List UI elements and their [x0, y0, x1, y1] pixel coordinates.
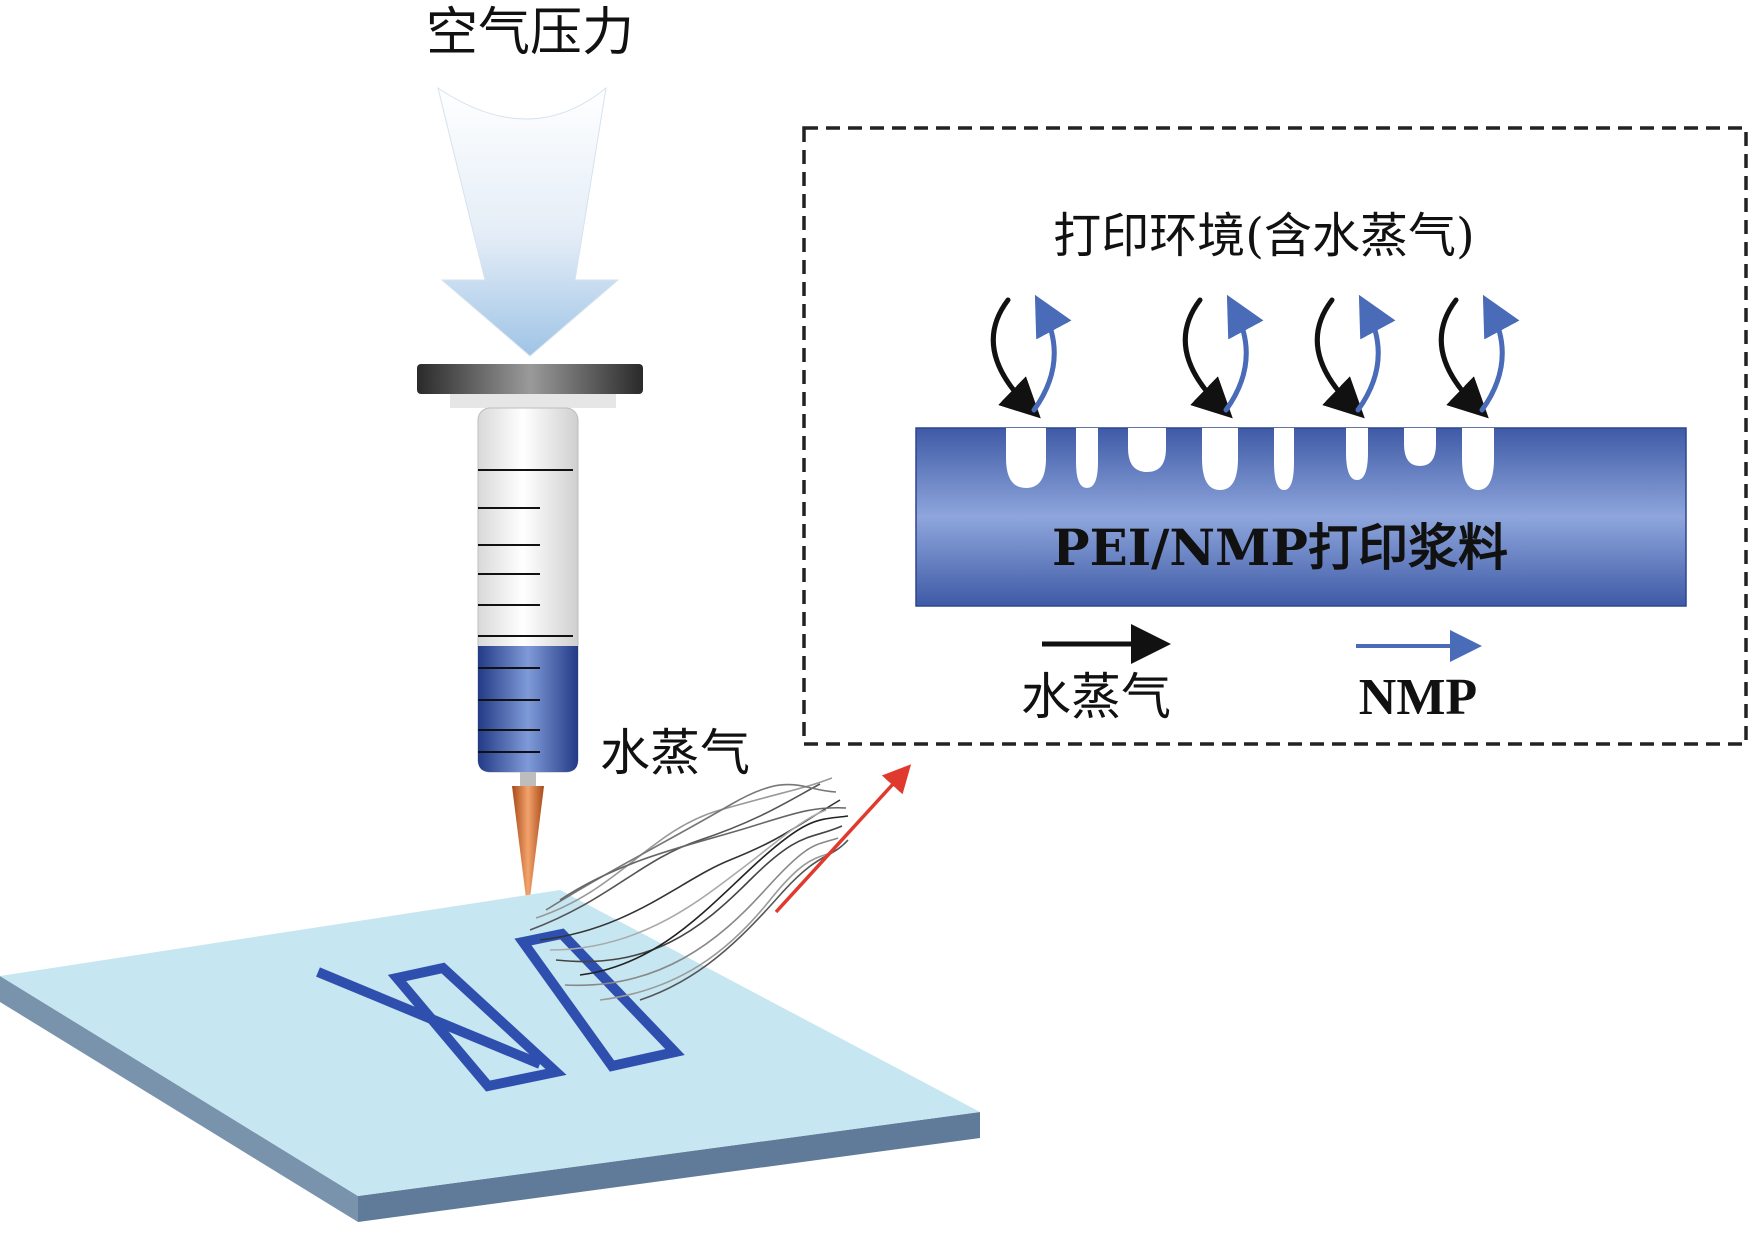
- syringe-nozzle: [512, 786, 544, 898]
- nmp-out-arrow: [1355, 294, 1396, 413]
- printed-pattern: [316, 928, 685, 1092]
- water-in-arrow: [1438, 297, 1489, 419]
- syringe-flange: [450, 394, 616, 408]
- legend-water-label: 水蒸气: [1021, 668, 1171, 726]
- syringe-hub: [520, 772, 536, 786]
- water-in-arrow: [1182, 297, 1233, 419]
- syringe-graduations: [478, 469, 573, 753]
- substrate-side-left: [0, 976, 358, 1222]
- pattern-loop-left: [387, 962, 567, 1092]
- legend-nmp-label: NMP: [1359, 669, 1477, 726]
- air-pressure-label: 空气压力: [426, 3, 634, 63]
- air-pressure-arrow: [437, 86, 620, 357]
- slurry-pores: [1006, 428, 1494, 490]
- slurry-label: PEI/NMP打印浆料: [1052, 518, 1508, 577]
- zoom-pointer-arrow: [774, 764, 912, 914]
- environment-label: 打印环境(含水蒸气): [1053, 208, 1474, 264]
- exchange-pair-1: [990, 294, 1072, 419]
- water-vapor-label: 水蒸气: [600, 724, 750, 782]
- exchange-pair-2: [1182, 294, 1264, 419]
- water-in-arrow: [990, 297, 1041, 419]
- syringe-liquid: [478, 646, 578, 772]
- water-in-arrow: [1314, 297, 1365, 419]
- exchange-pair-3: [1314, 294, 1396, 419]
- nmp-out-arrow: [1223, 294, 1264, 413]
- pattern-loop-right: [514, 928, 685, 1072]
- nmp-out-arrow: [1479, 294, 1520, 413]
- substrate-side-right: [358, 1112, 980, 1222]
- legend: 水蒸气 NMP: [1021, 624, 1482, 726]
- syringe-plunger-cap: [417, 364, 643, 394]
- nmp-out-arrow: [1031, 294, 1072, 413]
- exchange-pair-4: [1438, 294, 1520, 419]
- exchange-arrows: [990, 294, 1520, 419]
- syringe: [417, 364, 643, 898]
- substrate: [0, 890, 980, 1222]
